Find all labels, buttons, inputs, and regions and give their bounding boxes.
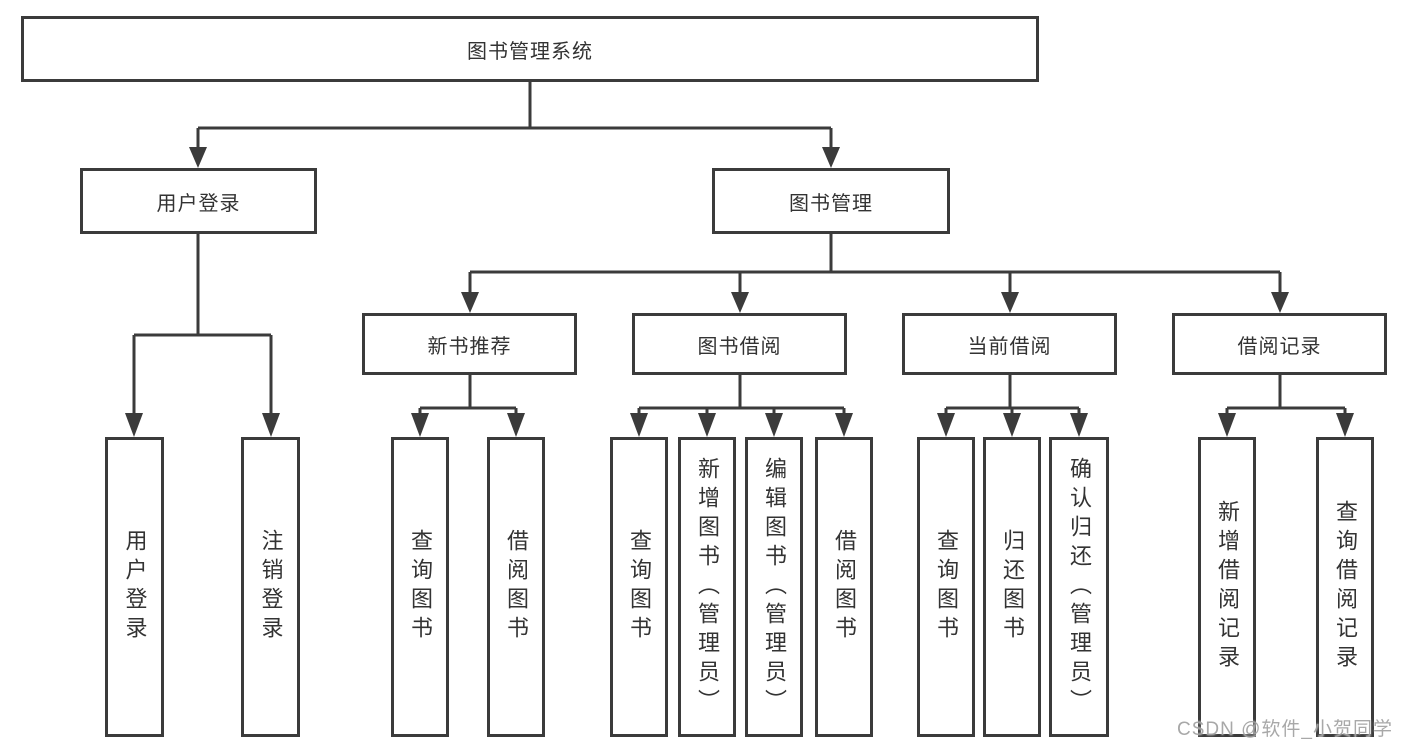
leaf-current-query-book: 查询图书 [917, 437, 975, 737]
leaf-borrow-borrow-book-label: 借阅图书 [832, 529, 857, 645]
leaf-record-add-record: 新增借阅记录 [1198, 437, 1256, 737]
leaf-recommend-borrow-book: 借阅图书 [487, 437, 545, 737]
leaf-borrow-edit-book-label: 编辑图书（管理员） [762, 456, 787, 718]
node-user-login: 用户登录 [80, 168, 317, 234]
leaf-record-query-record: 查询借阅记录 [1316, 437, 1374, 737]
leaf-recommend-borrow-book-label: 借阅图书 [504, 529, 529, 645]
leaf-record-add-record-label: 新增借阅记录 [1215, 500, 1240, 674]
node-current-borrow: 当前借阅 [902, 313, 1117, 375]
leaf-record-query-record-label: 查询借阅记录 [1333, 500, 1358, 674]
leaf-borrow-query-book: 查询图书 [610, 437, 668, 737]
leaf-login-label: 用户登录 [122, 529, 148, 645]
node-new-book-recommend: 新书推荐 [362, 313, 577, 375]
leaf-recommend-query-book: 查询图书 [391, 437, 449, 737]
node-borrow-record: 借阅记录 [1172, 313, 1387, 375]
node-book-borrow-label: 图书借阅 [697, 335, 782, 358]
leaf-current-return-book: 归还图书 [983, 437, 1041, 737]
leaf-current-return-book-label: 归还图书 [1000, 529, 1025, 645]
leaf-logout: 注销登录 [241, 437, 300, 737]
leaf-logout-label: 注销登录 [258, 529, 284, 645]
leaf-borrow-borrow-book: 借阅图书 [815, 437, 873, 737]
node-borrow-record-label: 借阅记录 [1237, 335, 1322, 358]
leaf-recommend-query-book-label: 查询图书 [408, 529, 433, 645]
node-book-management-label: 图书管理 [789, 192, 873, 215]
node-book-borrow: 图书借阅 [632, 313, 847, 375]
leaf-current-confirm-return: 确认归还（管理员） [1049, 437, 1109, 737]
leaf-borrow-edit-book: 编辑图书（管理员） [745, 437, 803, 737]
leaf-login: 用户登录 [105, 437, 164, 737]
node-user-login-label: 用户登录 [156, 192, 241, 215]
node-book-management: 图书管理 [712, 168, 950, 234]
leaf-borrow-add-book: 新增图书（管理员） [678, 437, 736, 737]
node-root-label: 图书管理系统 [467, 40, 593, 63]
leaf-current-query-book-label: 查询图书 [934, 529, 959, 645]
csdn-watermark: CSDN @软件_小贺同学 [1177, 719, 1393, 740]
leaf-borrow-add-book-label: 新增图书（管理员） [695, 456, 720, 718]
node-root: 图书管理系统 [21, 16, 1039, 82]
leaf-borrow-query-book-label: 查询图书 [627, 529, 652, 645]
leaf-current-confirm-return-label: 确认归还（管理员） [1067, 456, 1092, 718]
node-new-book-recommend-label: 新书推荐 [427, 335, 512, 358]
node-current-borrow-label: 当前借阅 [967, 335, 1052, 358]
